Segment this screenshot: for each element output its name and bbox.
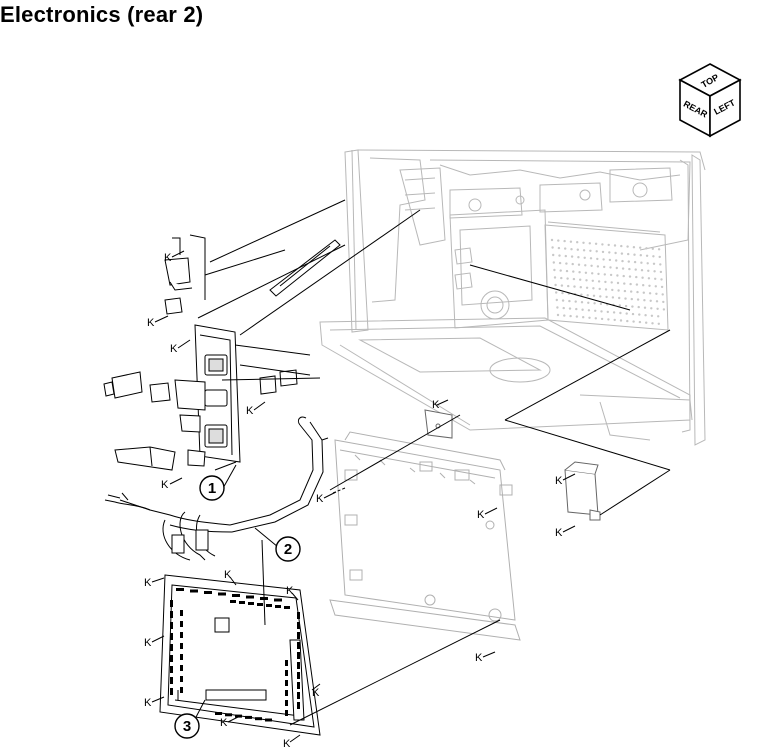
frame-plate	[329, 431, 521, 641]
k-label: K	[164, 252, 172, 264]
k-label: K	[144, 577, 152, 589]
small-bracket-right	[564, 461, 601, 521]
callout-3: 3	[174, 699, 206, 739]
k-label: K	[477, 509, 485, 521]
k-label: K	[144, 697, 152, 709]
k-label: K	[144, 637, 152, 649]
k-label: K	[555, 475, 563, 487]
callout-1-label: 1	[208, 480, 216, 497]
cable-harness	[104, 416, 329, 561]
k-label: K	[220, 717, 228, 729]
callout-2: 2	[254, 527, 301, 562]
controller-board-connectors	[170, 588, 300, 722]
orientation-cube: TOP REAR LEFT	[678, 63, 742, 138]
k-label: K	[283, 738, 291, 750]
page-title: Electronics (rear 2)	[0, 2, 204, 27]
k-label: K	[246, 405, 254, 417]
power-connector-assembly	[103, 257, 298, 471]
k-label: K	[316, 493, 324, 505]
printer-frame	[319, 149, 706, 446]
callout-3-label: 3	[183, 718, 191, 735]
leader-lines	[172, 199, 671, 726]
perforated-cage	[550, 238, 666, 325]
k-labels: K K K K K K K K K K K K K K K K K K K	[144, 250, 576, 750]
k-label: K	[432, 399, 440, 411]
k-label: K	[147, 317, 155, 329]
callout-2-label: 2	[284, 541, 292, 558]
small-bracket-center	[424, 409, 453, 439]
callout-1: 1	[199, 464, 237, 501]
k-label: K	[312, 687, 320, 699]
k-label: K	[286, 585, 294, 597]
k-label: K	[475, 652, 483, 664]
controller-board	[159, 574, 321, 736]
k-label: K	[224, 569, 232, 581]
k-label: K	[170, 343, 178, 355]
k-label: K	[161, 479, 169, 491]
k-label: K	[555, 527, 563, 539]
connector-rail	[269, 239, 341, 297]
